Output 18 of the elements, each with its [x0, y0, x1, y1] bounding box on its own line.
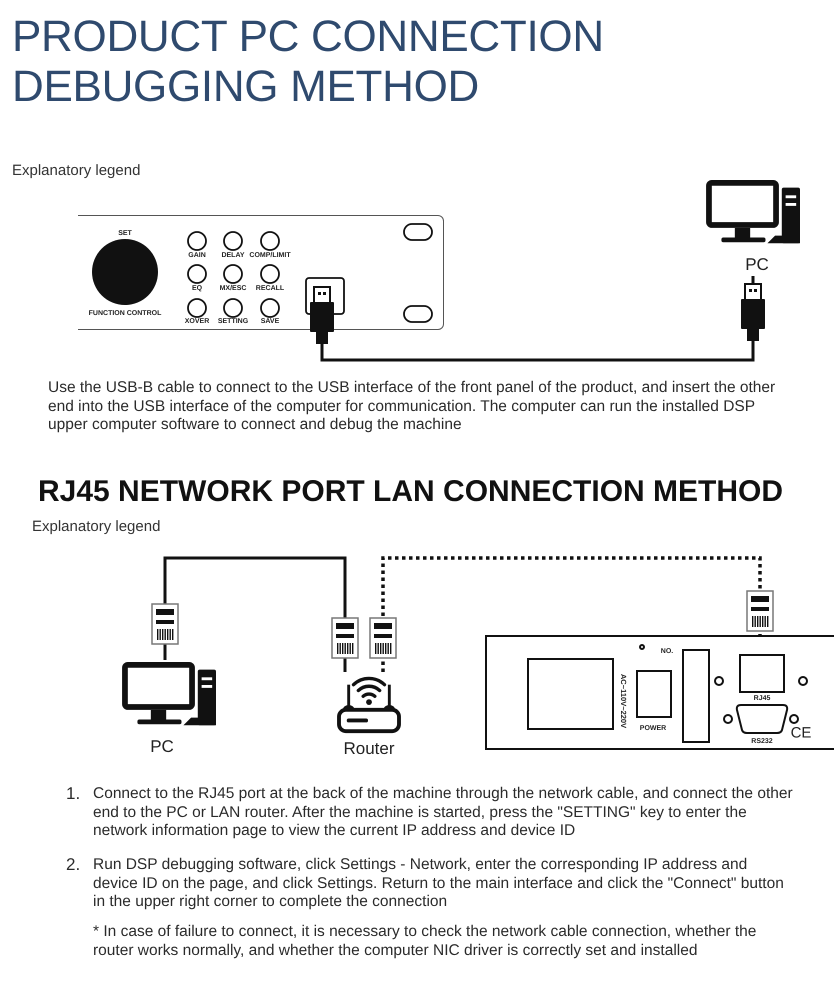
ce-mark: CE [790, 726, 812, 740]
section-heading: RJ45 NETWORK PORT LAN CONNECTION METHOD [38, 474, 784, 510]
instruction-text: Use the USB-B cable to connect to the USB interface of the front panel of the product, and insert the other end into the USB interface of the computer for communication. The computer can run the installed DSP upper computer software to connect and debug the machine [48, 379, 776, 434]
section-caption: Explanatory legend [12, 162, 140, 180]
device-label: PC [150, 737, 174, 757]
network-cable [164, 556, 346, 672]
note-text: * In case of failure to connect, it is necessary to check the network cable connection, whether the router works normally, and whether the computer NIC driver is correctly set and installed [93, 923, 758, 960]
network-cable [381, 556, 762, 672]
section-caption: Explanatory legend [32, 518, 160, 536]
list-number: 1. [66, 785, 80, 804]
front-panel [78, 215, 444, 330]
instruction-text: Connect to the RJ45 port at the back of the machine through the network cable, and connect the other end to the PC or LAN router. After the machine is started, press the "SETTING" key to enter the network information page to view the current IP address and device ID [93, 785, 793, 840]
list-number: 2. [66, 856, 80, 874]
instruction-text: Run DSP debugging software, click Settings - Network, enter the corresponding IP address and device ID on the page, and click Settings. Return to the main interface and click the "Connect" button in the upper right corner to complete the connection [93, 856, 785, 912]
rear-panel [485, 635, 834, 750]
device-label: PC [745, 255, 769, 275]
device-label: Router [343, 739, 395, 759]
page-title: PRODUCT PC CONNECTION DEBUGGING METHOD [12, 12, 605, 112]
